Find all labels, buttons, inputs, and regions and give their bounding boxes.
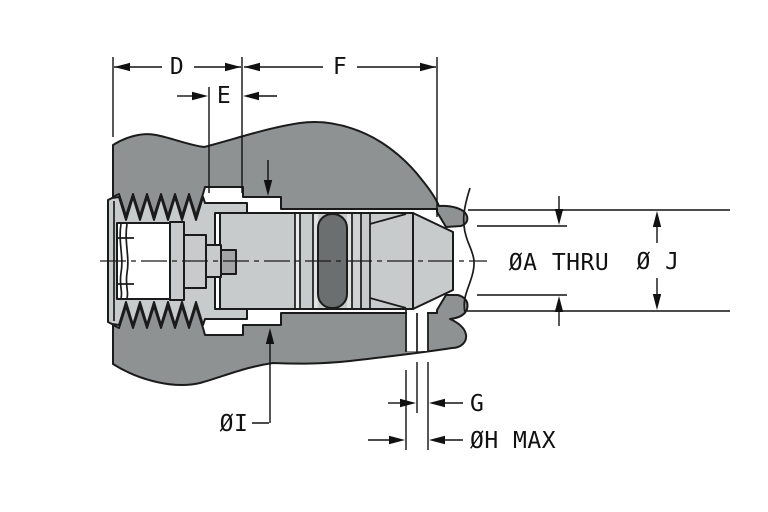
- arrow-d-left: [114, 62, 130, 72]
- dimension-i: ØI: [220, 160, 275, 437]
- dimension-g: G: [388, 362, 484, 450]
- arrow-d-right: [225, 62, 241, 72]
- cavity-broken-edge-2: [125, 223, 129, 299]
- arrow-a-bottom: [554, 296, 564, 312]
- label-a-thru: ØA THRU: [509, 250, 609, 276]
- arrow-h-left: [389, 435, 405, 445]
- label-d: D: [170, 54, 184, 80]
- dimensions: D F E ØA THRU: [112, 54, 730, 454]
- arrow-a-top: [554, 209, 564, 225]
- arrow-g-left: [400, 398, 416, 408]
- housing-lower-mass: [112, 294, 469, 386]
- stem-recess: [219, 249, 237, 275]
- label-j: Ø J: [636, 249, 679, 275]
- dimension-h-max: ØH MAX: [368, 428, 556, 454]
- dimension-d: D: [114, 54, 241, 80]
- dimension-a-thru: ØA THRU: [477, 196, 609, 326]
- label-i: ØI: [220, 411, 249, 437]
- chamfer-upper: [369, 213, 407, 225]
- arrow-j-top: [652, 211, 662, 227]
- arrow-h-right: [429, 435, 445, 445]
- arrow-e-left: [192, 91, 208, 101]
- dimension-f: F: [244, 54, 436, 80]
- label-e: E: [217, 83, 231, 109]
- arrow-f-right: [420, 62, 436, 72]
- dimension-j: Ø J: [467, 209, 730, 312]
- housing-upper-mass: [112, 121, 469, 228]
- label-f: F: [333, 54, 347, 80]
- chamfer-lower: [369, 297, 407, 309]
- arrow-j-bottom: [652, 294, 662, 310]
- break-line: [462, 187, 475, 314]
- arrow-i-bottom: [265, 328, 275, 344]
- cavity-broken-edge-1: [119, 223, 123, 299]
- label-g: G: [470, 391, 484, 417]
- arrow-g-right: [429, 398, 445, 408]
- dimension-e: E: [177, 83, 277, 109]
- arrow-i-top: [263, 180, 273, 196]
- arrow-f-left: [244, 62, 260, 72]
- arrow-e-right: [243, 91, 259, 101]
- label-h-max: ØH MAX: [470, 428, 556, 454]
